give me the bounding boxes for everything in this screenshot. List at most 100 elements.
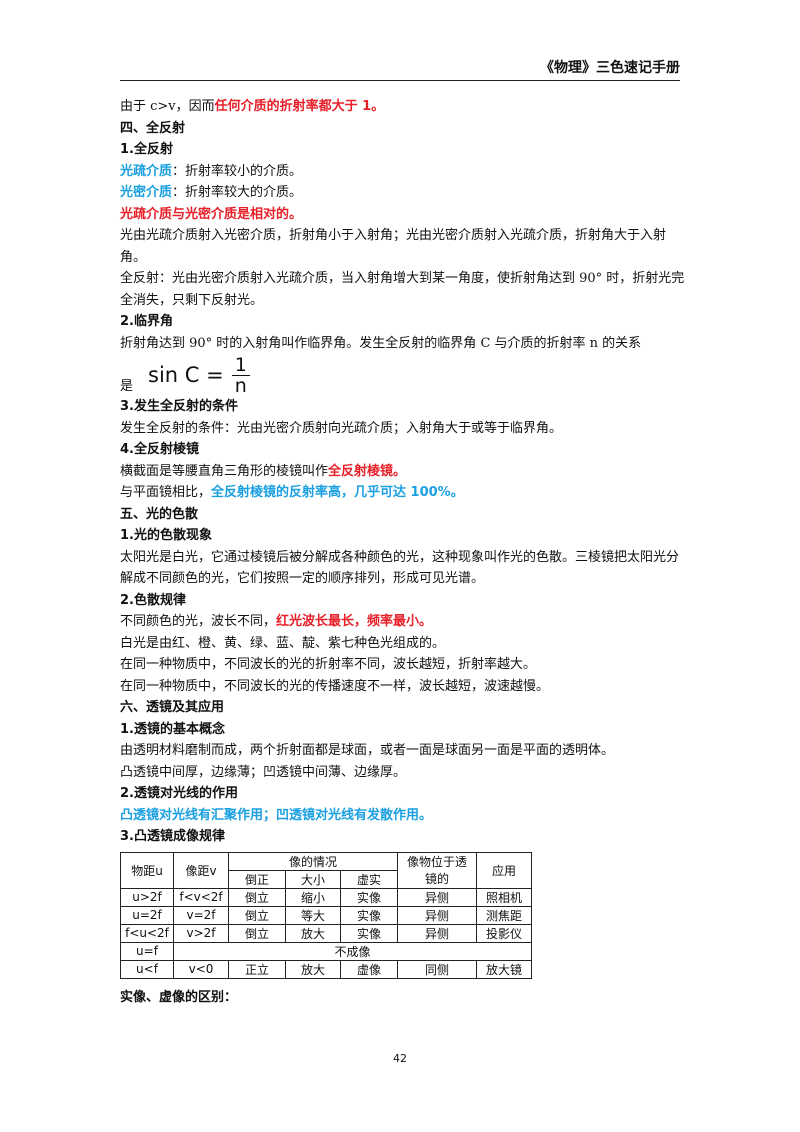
subsection-heading: 3.发生全反射的条件 xyxy=(120,399,238,414)
table-cell: 实像 xyxy=(340,887,398,907)
table-cell: 虚像 xyxy=(340,959,398,979)
formula-lhs: sin C = xyxy=(148,363,224,387)
header-cell: 虚实 xyxy=(340,869,398,889)
header-cell: 大小 xyxy=(285,869,341,889)
paragraph: 光由光疏介质射入光密介质，折射角小于入射角；光由光密介质射入光疏介质，折射角大于… xyxy=(120,228,667,265)
text: ：折射率较大的介质。 xyxy=(172,185,303,200)
section-heading: 四、全反射 xyxy=(120,120,186,136)
paragraph: 折射角达到 90° 时的入射角叫作临界角。发生全反射的临界角 C 与介质的折射率… xyxy=(120,335,642,351)
header-text: 镜的 xyxy=(424,872,449,886)
definition-line: 光密介质：折射率较大的介质。 xyxy=(120,182,690,204)
highlight-red: 任何介质的折射率都大于 1。 xyxy=(214,99,385,114)
text-line: 由于 c>v，因而任何介质的折射率都大于 1。 xyxy=(120,96,690,118)
header-cell: 像物位于透镜的 xyxy=(397,851,477,889)
subsection-heading: 1.全反射 xyxy=(120,142,173,157)
text: 由于 c>v，因而 xyxy=(120,99,215,114)
table-cell: u>2f xyxy=(120,887,174,907)
table-cell: 测焦距 xyxy=(476,905,532,925)
header-cell: 倒正 xyxy=(228,869,286,889)
table-cell: 倒立 xyxy=(228,905,286,925)
paragraph: 在同一种物质中，不同波长的光的传播速度不一样，波长越短，波速越慢。 xyxy=(120,678,550,694)
table-cell: v<0 xyxy=(173,959,229,979)
header-cell: 应用 xyxy=(476,851,532,889)
text: ：折射率较小的介质。 xyxy=(172,163,303,179)
table-cell: 实像 xyxy=(340,923,398,943)
subsection-heading: 2.透镜对光线的作用 xyxy=(120,786,238,801)
table-cell: v>2f xyxy=(173,923,229,943)
table-cell: u=f xyxy=(120,941,174,961)
paragraph: 在同一种物质中，不同波长的光的折射率不同，波长越短，折射率越大。 xyxy=(120,657,537,672)
section-heading: 五、光的色散 xyxy=(120,506,199,522)
term-blue: 光密介质 xyxy=(120,185,173,200)
critical-angle-formula: sin C = 1 n xyxy=(148,354,250,396)
highlight-red: 光疏介质与光密介质是相对的。 xyxy=(120,206,303,222)
highlight-blue: 全反射棱镜的反射率高，几乎可达 100%。 xyxy=(211,485,464,500)
table-cell: f<v<2f xyxy=(173,887,229,907)
paragraph: 全反射：光由光密介质射入光疏介质，当入射角增大到某一角度，使折射角达到 90° … xyxy=(120,271,685,308)
header-cell: 物距u xyxy=(120,851,174,889)
table-cell: 异侧 xyxy=(397,887,477,907)
text: 是 xyxy=(120,379,134,394)
subsection-heading: 4.全反射棱镜 xyxy=(120,442,199,457)
text: 横截面是等腰直角三角形的棱镜叫作 xyxy=(120,463,329,479)
table-cell: u=2f xyxy=(120,905,174,925)
header-cell: 像距v xyxy=(173,851,229,889)
header-cell: 像的情况 xyxy=(228,851,398,871)
paragraph: 由透明材料磨制而成，两个折射面都是球面，或者一面是球面另一面是平面的透明体。 xyxy=(120,743,615,758)
page-header: 《物理》三色速记手册 xyxy=(120,58,680,81)
table-row: f<u<2f v>2f 倒立 放大 实像 异侧 投影仪 xyxy=(120,923,532,943)
table-cell: 投影仪 xyxy=(476,923,532,943)
text: 不同颜色的光，波长不同， xyxy=(120,614,277,629)
table-row: u=f 不成像 xyxy=(120,941,532,961)
text: 与平面镜相比， xyxy=(120,485,212,500)
paragraph: 白光是由红、橙、黄、绿、蓝、靛、紫七种色光组成的。 xyxy=(120,635,446,651)
table-cell: u<f xyxy=(120,959,174,979)
subsection-heading: 1.光的色散现象 xyxy=(120,528,212,543)
convex-lens-imaging-table: 物距u 像距v 像的情况 像物位于透镜的 应用 倒正 大小 虚实 u>2f f<… xyxy=(120,851,532,979)
table-row: u<f v<0 正立 放大 虚像 同侧 放大镜 xyxy=(120,959,532,979)
page-content: 由于 c>v，因而任何介质的折射率都大于 1。 四、全反射 1.全反射 光疏介质… xyxy=(120,96,690,1008)
subsection-heading: 2.色散规律 xyxy=(120,592,186,608)
paragraph: 发生全反射的条件：光由光密介质射向光疏介质；入射角大于或等于临界角。 xyxy=(120,420,563,436)
text-line: 与平面镜相比，全反射棱镜的反射率高，几乎可达 100%。 xyxy=(120,482,690,504)
text-line: 横截面是等腰直角三角形的棱镜叫作全反射棱镜。 xyxy=(120,461,690,483)
table-cell: 倒立 xyxy=(228,923,286,943)
table-cell: 照相机 xyxy=(476,887,532,907)
highlight-red: 全反射棱镜。 xyxy=(328,463,407,479)
denominator: n xyxy=(234,374,247,397)
table-cell: 放大 xyxy=(285,923,341,943)
table-cell: 正立 xyxy=(228,959,286,979)
table-cell: 等大 xyxy=(285,905,341,925)
formula-fraction: 1 n xyxy=(231,355,250,397)
subsection-heading: 1.透镜的基本概念 xyxy=(120,721,225,737)
highlight-red: 红光波长最长，频率最小。 xyxy=(276,614,433,629)
section-heading: 六、透镜及其应用 xyxy=(120,700,225,715)
table-cell: 异侧 xyxy=(397,923,477,943)
table-cell: 缩小 xyxy=(285,887,341,907)
subsection-heading: 3.凸透镜成像规律 xyxy=(120,829,225,844)
paragraph: 凸透镜中间厚，边缘薄；凹透镜中间薄、边缘厚。 xyxy=(120,764,407,780)
table-cell: 倒立 xyxy=(228,887,286,907)
table-cell: f<u<2f xyxy=(120,923,174,943)
page-number: 42 xyxy=(393,1052,407,1065)
highlight-blue: 凸透镜对光线有汇聚作用；凹透镜对光线有发散作用。 xyxy=(120,807,433,823)
subsection-heading: 2.临界角 xyxy=(120,314,173,329)
paragraph: 太阳光是白光，它通过棱镜后被分解成各种颜色的光，这种现象叫作光的色散。三棱镜把太… xyxy=(120,549,680,587)
definition-line: 光疏介质：折射率较小的介质。 xyxy=(120,161,690,183)
header-text: 像物位于透 xyxy=(406,855,467,869)
numerator: 1 xyxy=(231,355,250,376)
table-cell: 异侧 xyxy=(397,905,477,925)
table-cell: 不成像 xyxy=(173,941,532,961)
text-line: 不同颜色的光，波长不同，红光波长最长，频率最小。 xyxy=(120,611,690,633)
subsection-heading: 实像、虚像的区别： xyxy=(120,989,238,1005)
table-cell: 同侧 xyxy=(397,959,477,979)
table-row: u=2f v=2f 倒立 等大 实像 异侧 测焦距 xyxy=(120,905,532,925)
table-cell: 放大镜 xyxy=(476,959,532,979)
header-title: 《物理》三色速记手册 xyxy=(540,60,680,76)
table-cell: v=2f xyxy=(173,905,229,925)
term-blue: 光疏介质 xyxy=(120,163,173,179)
table-cell: 实像 xyxy=(340,905,398,925)
table-row: u>2f f<v<2f 倒立 缩小 实像 异侧 照相机 xyxy=(120,887,532,907)
table-cell: 放大 xyxy=(285,959,341,979)
formula-row: 是 sin C = 1 n xyxy=(120,354,690,396)
